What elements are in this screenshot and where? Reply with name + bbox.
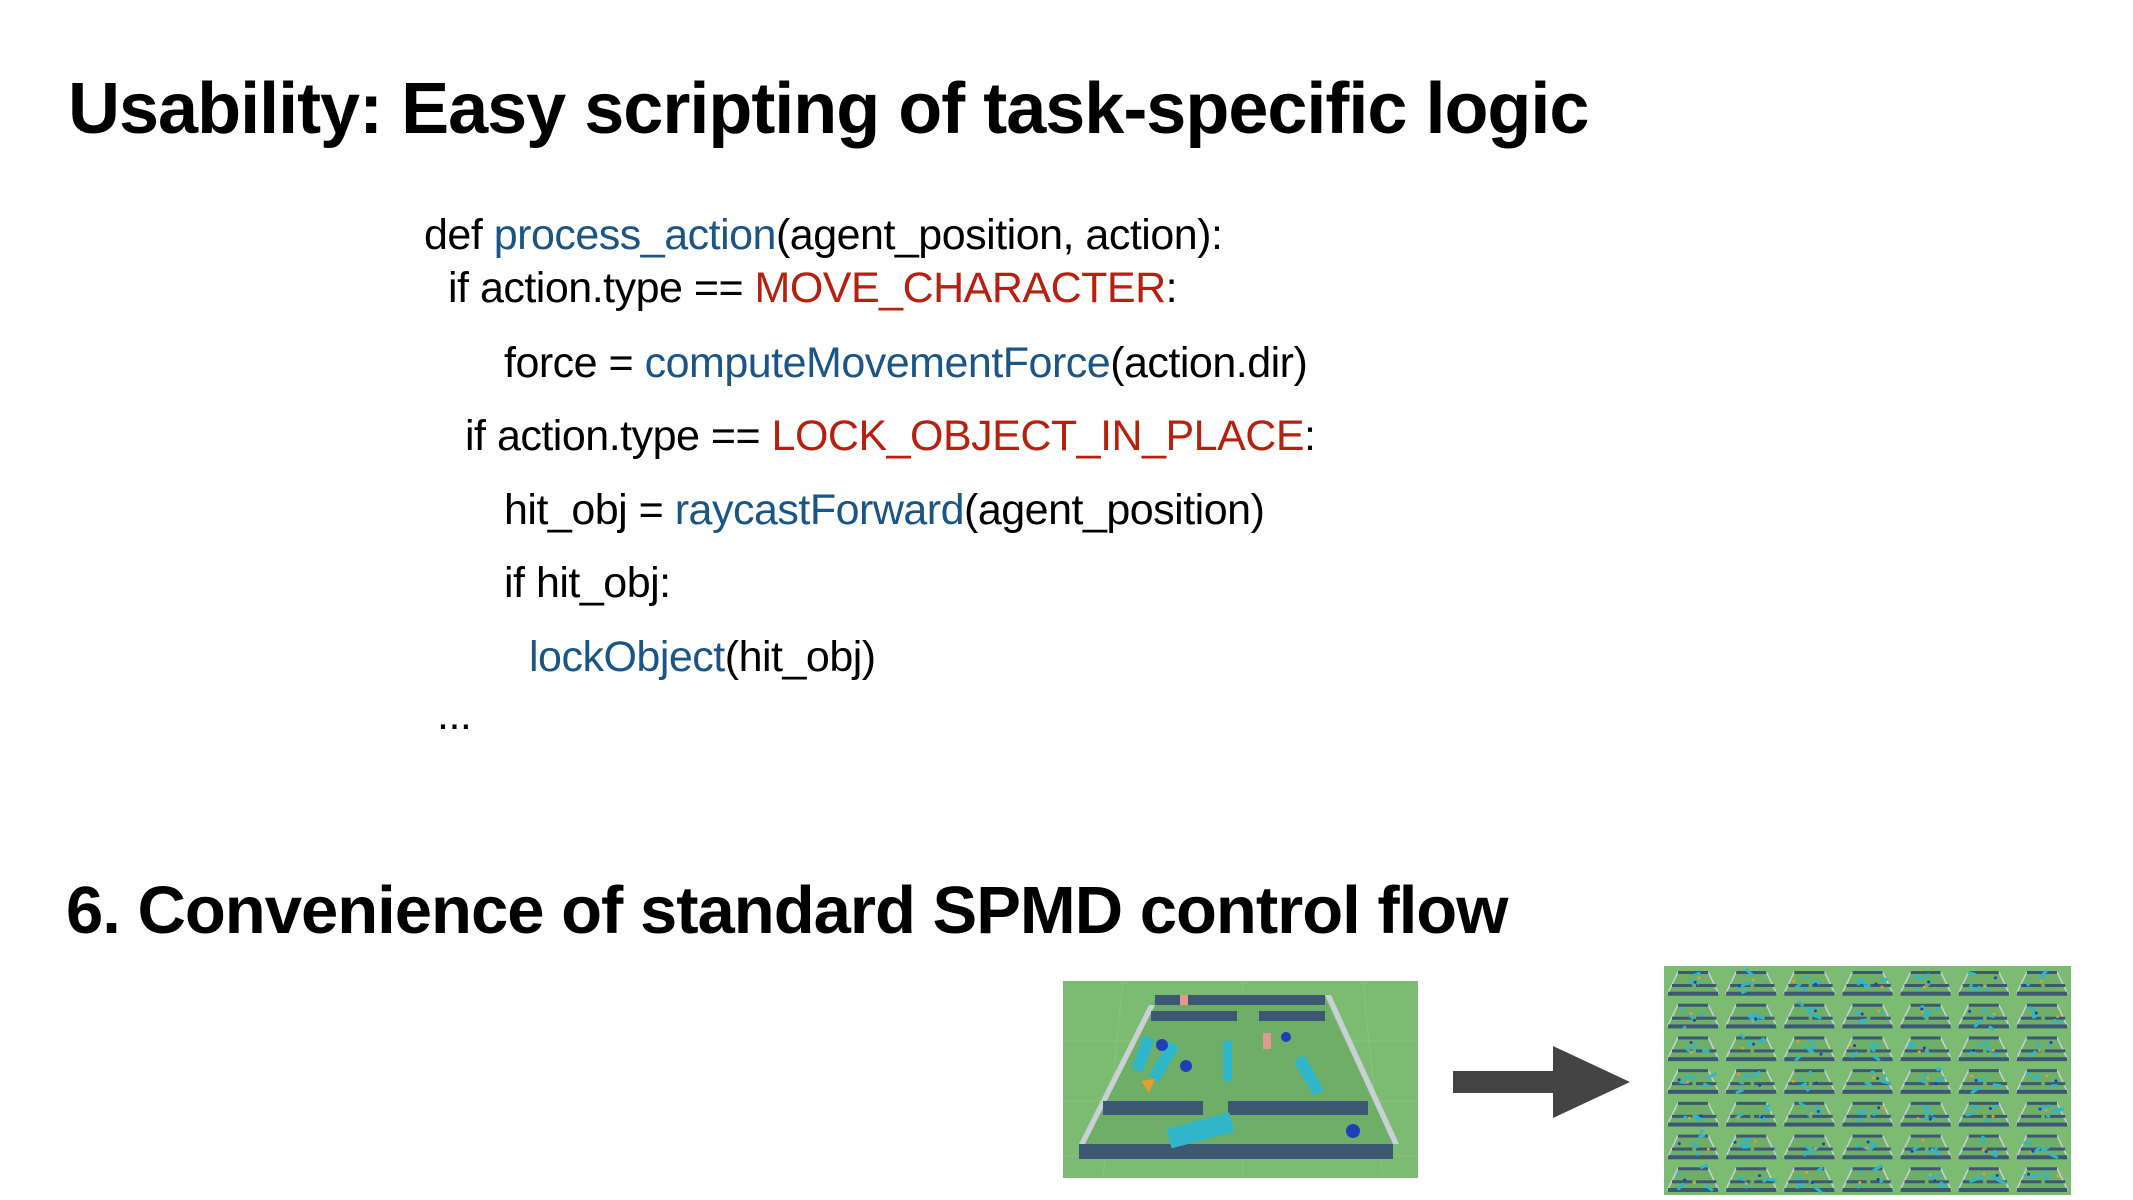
mini-environment	[1841, 1003, 1894, 1029]
mini-environment	[1841, 1101, 1894, 1127]
mini-environment	[1841, 1069, 1894, 1094]
mini-environment	[1899, 1067, 1952, 1094]
code-constant: MOVE_CHARACTER	[754, 264, 1167, 312]
code-text: def	[424, 211, 494, 259]
mini-environment	[1899, 1167, 1952, 1192]
slide-title: Usability: Easy scripting of task-specif…	[68, 69, 1589, 149]
mini-environment	[1724, 967, 1778, 996]
code-text: ...	[437, 691, 472, 739]
code-line: ...	[437, 691, 472, 739]
code-function-name: lockObject	[529, 633, 725, 681]
mini-environment	[1899, 1003, 1952, 1029]
mini-environment	[2015, 1134, 2069, 1160]
code-line: if action.type == LOCK_OBJECT_IN_PLACE:	[465, 412, 1316, 460]
mini-environment	[1724, 1069, 1778, 1095]
code-text: if action.type ==	[448, 264, 755, 312]
single-environment-image	[1063, 981, 1418, 1178]
code-text: if action.type ==	[465, 412, 772, 460]
mini-environment	[2015, 1003, 2069, 1029]
mini-environment	[2015, 1167, 2069, 1192]
code-line: def process_action(agent_position, actio…	[424, 211, 1223, 259]
mini-environment	[1724, 1003, 1778, 1029]
mini-environment	[1899, 1134, 1952, 1160]
mini-environment	[1841, 1134, 1894, 1160]
mini-environment	[1899, 1101, 1952, 1127]
arrow-icon	[1453, 1046, 1630, 1118]
code-text: if hit_obj:	[504, 559, 671, 607]
section-heading: 6. Convenience of standard SPMD control …	[66, 873, 1508, 948]
mini-environment	[1783, 971, 1836, 996]
mini-environment	[2015, 969, 2069, 996]
code-text: (agent_position, action):	[775, 211, 1223, 259]
mini-environment	[1783, 1069, 1836, 1094]
mini-environment	[1783, 1100, 1836, 1127]
mini-environment	[1957, 1036, 2011, 1062]
mini-environment	[1957, 970, 2011, 996]
code-line: force = computeMovementForce(action.dir)	[504, 339, 1308, 387]
mini-environment	[1783, 1166, 1836, 1195]
code-function-name: computeMovementForce	[644, 339, 1111, 387]
mini-environment	[1724, 1101, 1778, 1127]
code-text: force =	[504, 339, 645, 387]
mini-environment	[1957, 1167, 2011, 1192]
mini-environment	[1957, 1069, 2011, 1095]
mini-environment	[1666, 971, 1720, 996]
mini-environment	[1841, 971, 1894, 996]
code-text: (action.dir)	[1110, 339, 1308, 387]
code-text: (hit_obj)	[724, 633, 876, 681]
mini-environment	[1666, 1069, 1720, 1094]
mini-environment	[2015, 1036, 2069, 1062]
mini-environment	[1666, 1036, 1720, 1062]
mini-environment	[1841, 1164, 1894, 1192]
mini-environment	[1666, 1003, 1720, 1030]
mini-environment	[1666, 1128, 1720, 1160]
code-function-name: raycastForward	[674, 486, 965, 534]
code-line: if action.type == MOVE_CHARACTER:	[448, 264, 1178, 312]
mini-environment	[1957, 1134, 2011, 1160]
mini-environment	[1841, 1036, 1894, 1062]
mini-environment	[1666, 1101, 1720, 1127]
mini-environment	[2015, 1069, 2069, 1094]
code-text: hit_obj =	[504, 486, 675, 534]
mini-environment	[1957, 1101, 2011, 1127]
mini-environment	[1899, 1036, 1952, 1062]
mini-environment	[1783, 1000, 1836, 1029]
code-constant: LOCK_OBJECT_IN_PLACE	[771, 412, 1305, 460]
mini-environment	[1724, 1033, 1778, 1062]
mini-environment	[1724, 1134, 1778, 1160]
code-line: hit_obj = raycastForward(agent_position)	[504, 486, 1265, 534]
mini-environment	[1899, 971, 1952, 996]
mini-environment	[1724, 1167, 1778, 1192]
mini-environment	[1783, 1036, 1836, 1062]
code-line: lockObject(hit_obj)	[529, 636, 876, 679]
mini-environment	[1957, 1003, 2011, 1032]
batched-environments-image	[1664, 966, 2071, 1195]
code-text: (agent_position)	[964, 486, 1265, 534]
code-line: if hit_obj:	[504, 562, 671, 605]
mini-environment	[2015, 1101, 2069, 1127]
mini-environment	[1783, 1134, 1836, 1160]
code-text: :	[1165, 264, 1178, 312]
code-text: :	[1304, 412, 1316, 460]
mini-environment	[1666, 1163, 1720, 1192]
code-function-name: process_action	[493, 211, 777, 259]
